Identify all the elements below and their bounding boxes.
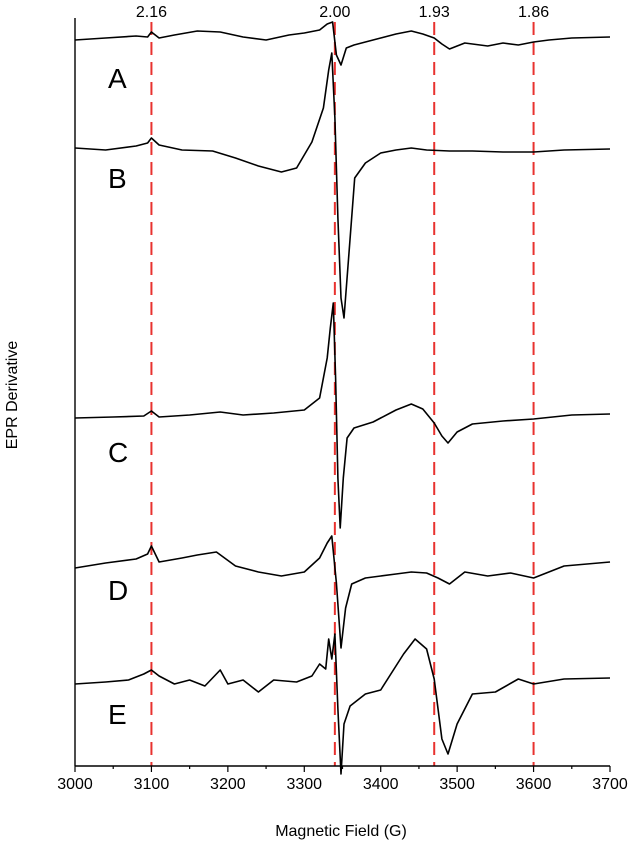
x-axis-title: Magnetic Field (G) xyxy=(275,823,407,840)
x-tick-label: 3400 xyxy=(363,776,399,793)
g-value-label: 2.00 xyxy=(319,4,350,21)
trace-label-b: B xyxy=(108,163,127,194)
x-tick-label: 3000 xyxy=(57,776,93,793)
x-tick-label: 3600 xyxy=(516,776,552,793)
g-value-label: 2.16 xyxy=(136,4,167,21)
y-axis-title: EPR Derivative xyxy=(4,341,21,450)
trace-c xyxy=(74,302,611,529)
reference-lines: 2.16 2.00 1.93 1.86 xyxy=(136,4,549,766)
trace-a xyxy=(74,21,611,66)
axes: 3000 3100 3200 3300 3400 3500 3600 3700 xyxy=(57,18,628,793)
trace-d xyxy=(74,535,611,649)
x-tick-label: 3700 xyxy=(592,776,628,793)
trace-label-d: D xyxy=(108,575,128,606)
g-value-label: 1.93 xyxy=(419,4,450,21)
x-tick-label: 3100 xyxy=(134,776,170,793)
traces: A B C D E xyxy=(74,21,611,775)
trace-label-a: A xyxy=(108,63,127,94)
x-tick-label: 3300 xyxy=(286,776,322,793)
trace-label-c: C xyxy=(108,437,128,468)
x-tick-label: 3200 xyxy=(210,776,246,793)
x-tick-label: 3500 xyxy=(439,776,475,793)
trace-b xyxy=(74,52,611,319)
trace-label-e: E xyxy=(108,699,127,730)
g-value-label: 1.86 xyxy=(518,4,549,21)
trace-e xyxy=(74,633,611,775)
